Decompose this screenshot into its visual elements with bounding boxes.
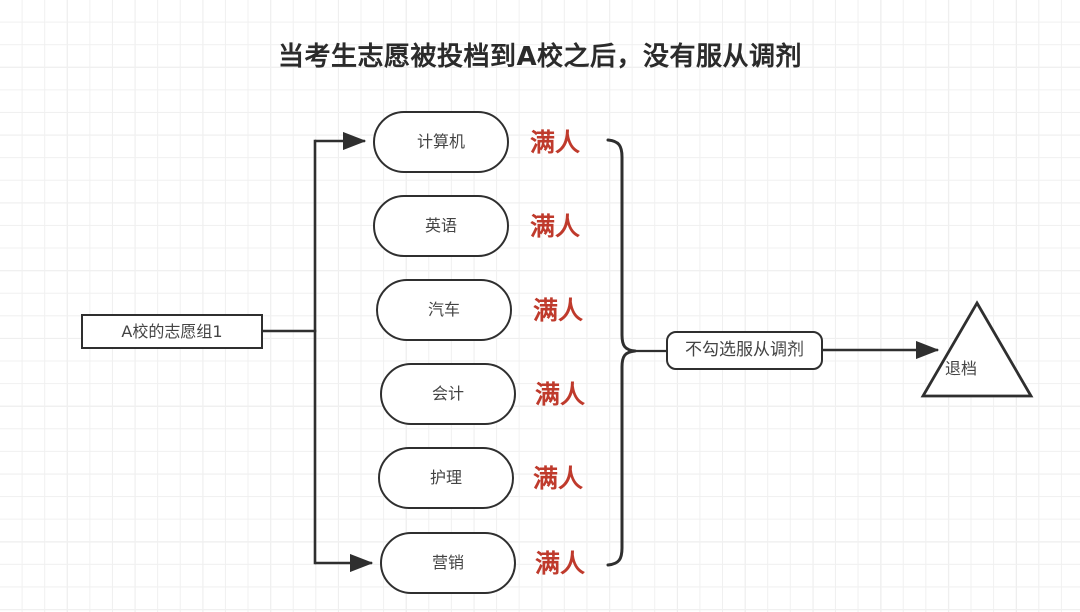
decision-node[interactable]: 不勾选服从调剂 [666, 331, 823, 370]
major-node-label: 会计 [431, 384, 464, 403]
status-badge-4: 满人 [535, 380, 586, 409]
major-node-5[interactable]: 护理 [378, 447, 514, 509]
major-node-6[interactable]: 营销 [380, 532, 516, 594]
status-badge-5: 满人 [533, 464, 584, 493]
major-node-label: 英语 [424, 216, 457, 235]
status-badge-6: 满人 [535, 549, 586, 578]
major-node-label: 营销 [431, 553, 464, 572]
major-node-2[interactable]: 英语 [373, 195, 509, 257]
status-badge-1: 满人 [530, 128, 581, 157]
status-badge-3: 满人 [533, 296, 584, 325]
major-node-1[interactable]: 计算机 [373, 111, 509, 173]
status-badge-2: 满人 [530, 212, 581, 241]
major-node-label: 汽车 [427, 300, 460, 319]
grouping-brace [606, 138, 637, 567]
major-node-label: 护理 [429, 468, 462, 487]
major-node-label: 计算机 [416, 132, 465, 151]
major-node-3[interactable]: 汽车 [376, 279, 512, 341]
source-node-label: A校的志愿组1 [121, 321, 223, 341]
page-title: 当考生志愿被投档到A校之后，没有服从调剂 [277, 42, 803, 72]
decision-node-label: 不勾选服从调剂 [685, 340, 804, 360]
outcome-label: 退档 [945, 359, 978, 378]
source-node[interactable]: A校的志愿组1 [81, 314, 263, 349]
outcome-triangle [920, 300, 1034, 398]
major-node-4[interactable]: 会计 [380, 363, 516, 425]
